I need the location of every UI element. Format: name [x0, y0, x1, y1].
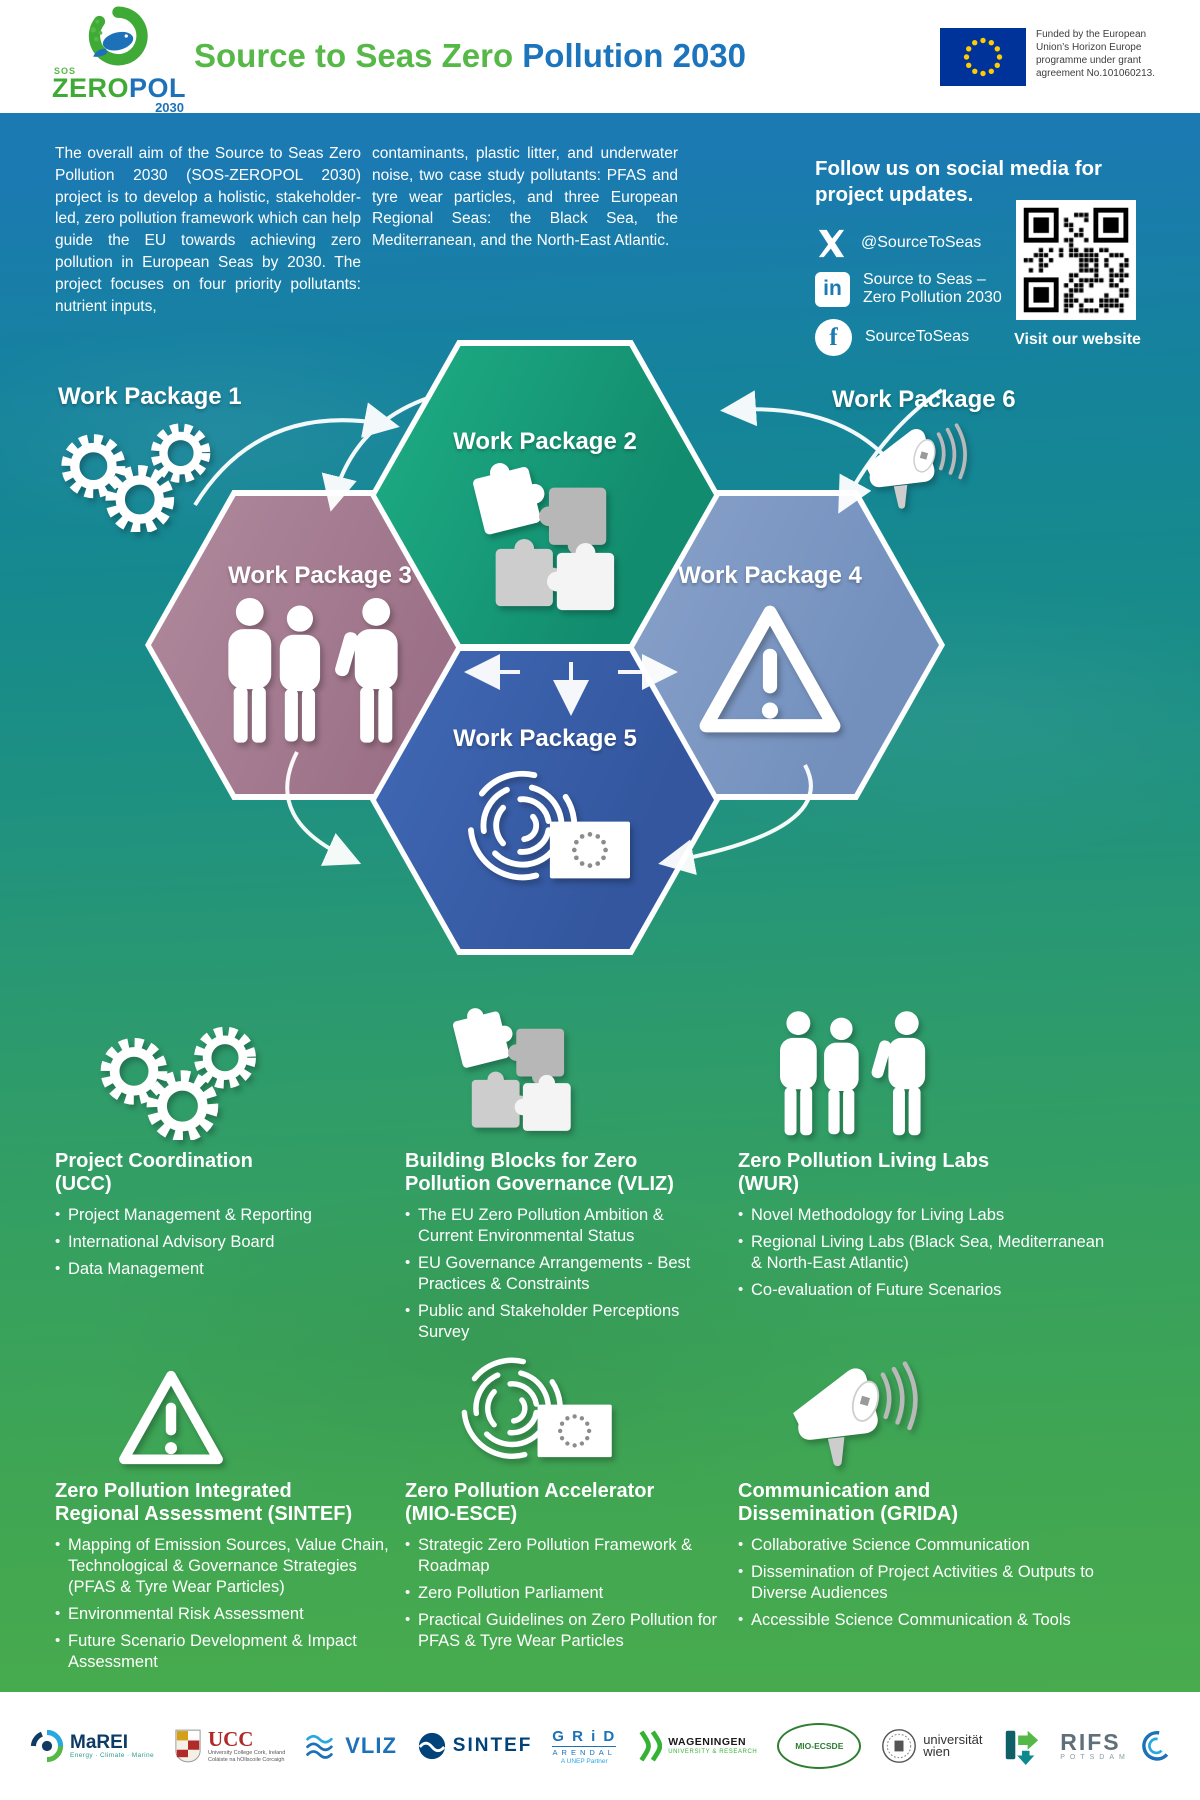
- bullet-item: Co-evaluation of Future Scenarios: [738, 1280, 1108, 1301]
- bullet-item: Accessible Science Communication & Tools: [738, 1610, 1108, 1631]
- vliz-wave-icon: [306, 1734, 333, 1759]
- title-blue-part: Pollution 2030: [522, 37, 746, 74]
- section-bullets: The EU Zero Pollution Ambition & Current…: [405, 1205, 715, 1343]
- section-regional-assessment: Zero Pollution Integrated Regional Asses…: [55, 1338, 390, 1679]
- x-twitter-icon: [818, 229, 845, 258]
- intro-paragraph-col2: contaminants, plastic litter, and underw…: [372, 145, 678, 250]
- partner-logo-wageningen: WAGENINGEN UNIVERSITY & RESEARCH: [636, 1729, 757, 1763]
- page-title: Source to Seas Zero Pollution 2030: [160, 37, 780, 75]
- marei-mark-icon: [30, 1729, 64, 1763]
- section-living-labs: Zero Pollution Living Labs (WUR) Novel M…: [738, 1008, 1108, 1307]
- section-project-coordination: Project Coordination (UCC) Project Manag…: [55, 1008, 390, 1286]
- logo-pol: POL: [129, 73, 187, 103]
- arrows-mark-icon: [1006, 1730, 1039, 1765]
- megaphone-icon: [855, 422, 967, 517]
- section-accelerator: Zero Pollution Accelerator (MIO-ESCE) St…: [405, 1338, 725, 1658]
- sos-zeropol-logo: SOS ZEROPOL 2030: [52, 6, 187, 116]
- linkedin-link[interactable]: in Source to Seas – Zero Pollution 2030: [815, 271, 1002, 308]
- bullet-item: International Advisory Board: [55, 1232, 390, 1253]
- parliament-eu-icon: [405, 1338, 725, 1470]
- bullet-item: Environmental Risk Assessment: [55, 1604, 390, 1625]
- bullet-item: Project Management & Reporting: [55, 1205, 390, 1226]
- funding-statement: Funded by the European Union’s Horizon E…: [1036, 29, 1155, 79]
- partner-logo-grid-arendal: G R i D ARENDAL A UNEP Partner: [552, 1727, 617, 1765]
- whale-icon: [93, 31, 134, 57]
- linkedin-icon: in: [815, 271, 850, 307]
- wp6-label: Work Package 6: [832, 386, 1016, 413]
- partner-logo-sintef: SINTEF: [417, 1731, 533, 1761]
- bullet-item: Regional Living Labs (Black Sea, Mediter…: [738, 1232, 1108, 1274]
- section-bullets: Strategic Zero Pollution Framework & Roa…: [405, 1535, 725, 1652]
- linkedin-name: Source to Seas – Zero Pollution 2030: [863, 271, 1002, 307]
- bullet-item: Novel Methodology for Living Labs: [738, 1205, 1108, 1226]
- partner-logo-vliz: VLIZ: [305, 1732, 397, 1760]
- partner-logo-mio-ecsde: MIO-ECSDE: [777, 1723, 862, 1769]
- bullet-item: Public and Stakeholder Perceptions Surve…: [405, 1301, 715, 1343]
- section-title: Zero Pollution Living Labs (WUR): [738, 1150, 990, 1196]
- intro-paragraph-col1: The overall aim of the Source to Seas Ze…: [55, 145, 361, 315]
- bullet-item: Practical Guidelines on Zero Pollution f…: [405, 1610, 725, 1652]
- facebook-icon: f: [815, 319, 852, 356]
- bullet-item: Future Scenario Development & Impact Ass…: [55, 1631, 390, 1673]
- qr-code[interactable]: [1016, 200, 1136, 320]
- website-cta[interactable]: Visit our website: [1014, 331, 1141, 348]
- parliament-eu-icon: [370, 765, 720, 892]
- wp1-label: Work Package 1: [58, 383, 242, 410]
- bullet-item: Data Management: [55, 1259, 390, 1280]
- wp4-label: Work Package 4: [678, 562, 862, 589]
- puzzle-icon: [405, 1004, 715, 1140]
- social-heading: Follow us on social media for project up…: [815, 157, 1103, 207]
- uni-wien-seal-icon: [882, 1729, 917, 1763]
- section-bullets: Project Management & Reporting Internati…: [55, 1205, 390, 1280]
- facebook-name: SourceToSeas: [865, 328, 970, 346]
- wp2-label: Work Package 2: [453, 428, 637, 455]
- section-communication: Communication and Dissemination (GRIDA) …: [738, 1338, 1108, 1637]
- section-bullets: Novel Methodology for Living Labs Region…: [738, 1205, 1108, 1301]
- logo-zero: ZERO: [52, 73, 130, 103]
- people-icon: [738, 1008, 1108, 1140]
- twitter-handle: @SourceToSeas: [861, 234, 982, 252]
- section-bullets: Mapping of Emission Sources, Value Chain…: [55, 1535, 390, 1673]
- wageningen-mark-icon: [639, 1730, 663, 1762]
- partner-logo-ucc: UCC University College Cork, Ireland Col…: [174, 1728, 285, 1763]
- section-title: Zero Pollution Accelerator (MIO-ESCE): [405, 1480, 655, 1526]
- header: SOS ZEROPOL 2030 Source to Seas Zero Pol…: [0, 0, 1200, 116]
- wp5-label: Work Package 5: [453, 725, 637, 752]
- title-green-part: Source to Seas Zero: [194, 37, 514, 74]
- section-title: Building Blocks for Zero Pollution Gover…: [405, 1150, 674, 1196]
- partner-logo-uni-wien: universität wien: [881, 1728, 982, 1764]
- bullet-item: EU Governance Arrangements - Best Practi…: [405, 1253, 715, 1295]
- warning-icon: [55, 1338, 390, 1470]
- section-title: Zero Pollution Integrated Regional Asses…: [55, 1480, 353, 1526]
- partner-logo-arrows-mark: [1002, 1727, 1040, 1765]
- bullet-item: Strategic Zero Pollution Framework & Roa…: [405, 1535, 725, 1577]
- gears-icon: [58, 416, 216, 537]
- twitter-link[interactable]: @SourceToSeas: [815, 227, 981, 260]
- section-building-blocks: Building Blocks for Zero Pollution Gover…: [405, 1004, 715, 1349]
- logo-year: 2030: [155, 100, 184, 116]
- bullet-item: Mapping of Emission Sources, Value Chain…: [55, 1535, 390, 1598]
- bullet-item: Collaborative Science Communication: [738, 1535, 1108, 1556]
- facebook-link[interactable]: f SourceToSeas: [815, 319, 969, 356]
- ucc-crest-icon: [175, 1729, 201, 1763]
- bullet-item: Dissemination of Project Activities & Ou…: [738, 1562, 1108, 1604]
- logo-wordmark: ZEROPOL: [52, 73, 187, 103]
- rifs-swirl-icon: [1142, 1730, 1169, 1761]
- eu-funding-box: Funded by the European Union’s Horizon E…: [940, 28, 1164, 86]
- section-bullets: Collaborative Science Communication Diss…: [738, 1535, 1108, 1631]
- logo-sos-text: SOS: [54, 66, 77, 76]
- partner-logo-marei: MaREI Energy · Climate · Marine: [30, 1729, 154, 1763]
- megaphone-icon: [738, 1338, 1108, 1470]
- bullet-item: The EU Zero Pollution Ambition & Current…: [405, 1205, 715, 1247]
- bullet-item: Zero Pollution Parliament: [405, 1583, 725, 1604]
- wp3-label: Work Package 3: [228, 562, 412, 589]
- sintef-globe-icon: [418, 1732, 446, 1760]
- section-title: Communication and Dissemination (GRIDA): [738, 1480, 959, 1526]
- partners-footer: MaREI Energy · Climate · Marine UCC Univ…: [0, 1692, 1200, 1800]
- eu-flag-icon: [940, 28, 1026, 86]
- logo-ring-whale-icon: [88, 6, 148, 66]
- gears-icon: [55, 1008, 390, 1140]
- partner-logo-rifs: RIFS POTSDAM: [1060, 1729, 1170, 1763]
- section-title: Project Coordination (UCC): [55, 1150, 253, 1196]
